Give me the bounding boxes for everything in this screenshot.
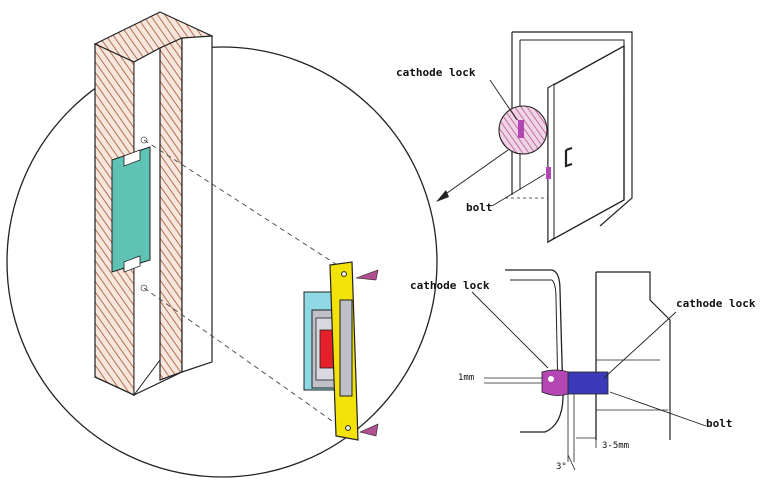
section-bolt-blue [565,371,609,395]
label-top-bolt: bolt [466,201,493,214]
section-view [484,269,671,471]
door-perspective [505,31,633,244]
label-dim-gap: 3-5mm [602,441,630,451]
label-top-cathode-lock: cathode lock [396,66,476,79]
mortise-plate [111,146,151,273]
label-section-cathode-lock-left: cathode lock [410,279,490,292]
label-section-cathode-lock-right: cathode lock [676,297,756,310]
section-bolt-magenta [541,369,569,396]
label-dim-small: 1mm [458,373,475,383]
label-dim-angle: 3° [556,462,567,472]
label-section-bolt: bolt [706,417,733,430]
door-bolt-marker [546,167,551,179]
screw-top [355,269,379,281]
detail-magnifier-circle [6,46,438,478]
projection-lines [143,139,346,431]
door-frame-profile [93,11,214,397]
electric-strike-lock [303,261,379,441]
zoom-arrow-head [436,190,449,202]
screw-bottom [359,423,379,437]
